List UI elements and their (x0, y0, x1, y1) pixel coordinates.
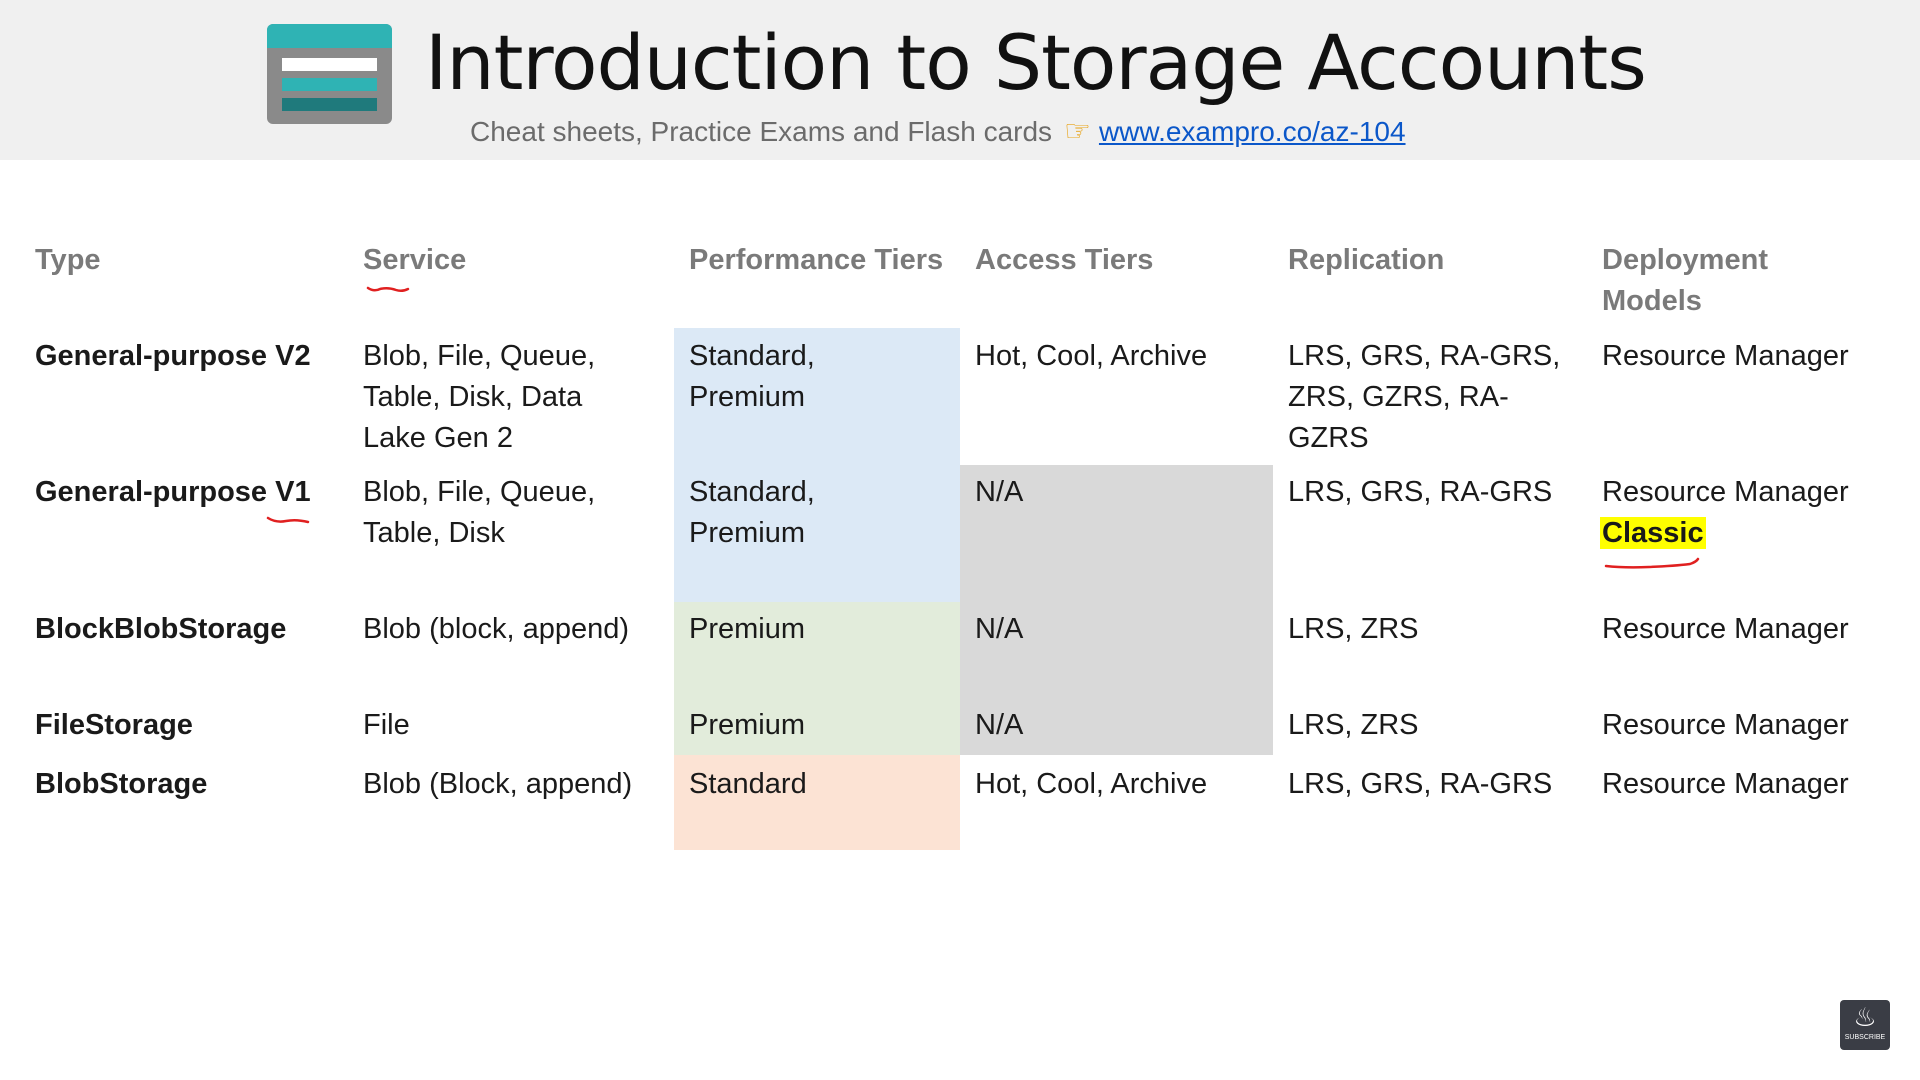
row-gpv1-service: Blob, File, Queue, Table, Disk (363, 476, 596, 549)
classic-highlight: Classic (1600, 517, 1706, 549)
col-header-type: Type (35, 244, 101, 276)
subscribe-badge[interactable]: ♨ SUBSCRIBE (1840, 1000, 1890, 1050)
row-blockblob-service: Blob (block, append) (363, 613, 629, 645)
row-gpv1-access: N/A (975, 476, 1024, 508)
row-filestorage-deployment: Resource Manager (1602, 709, 1849, 741)
fire-icon: ♨ (1853, 1002, 1877, 1032)
access-bg-na (960, 465, 1273, 755)
row-gpv2-service: Blob, File, Queue, Table, Disk, Data Lak… (363, 340, 596, 454)
red-underline-classic (1604, 557, 1700, 569)
storage-account-icon (267, 24, 392, 124)
row-filestorage-performance: Premium (689, 709, 806, 741)
row-filestorage-access: N/A (975, 709, 1024, 741)
row-filestorage-type: FileStorage (35, 709, 193, 741)
row-gpv2-replication: LRS, GRS, RA-GRS, ZRS, GZRS, RA-GZRS (1288, 340, 1561, 454)
col-header-performance-tiers: Performance Tiers (689, 244, 944, 276)
row-gpv2-type: General-purpose V2 (35, 340, 311, 372)
row-gpv1-deployment-classic: Classic (1600, 513, 1706, 554)
row-blockblob-deployment: Resource Manager (1602, 613, 1849, 645)
row-blockblob-access: N/A (975, 613, 1024, 645)
col-header-access-tiers: Access Tiers (975, 244, 1154, 276)
col-header-replication: Replication (1288, 244, 1445, 276)
row-gpv2-access: Hot, Cool, Archive (975, 340, 1208, 372)
row-filestorage-replication: LRS, ZRS (1288, 709, 1419, 741)
row-gpv1-deployment: Resource Manager (1602, 476, 1849, 508)
row-gpv1-replication: LRS, GRS, RA-GRS (1288, 476, 1553, 508)
row-blockblob-performance: Premium (689, 613, 806, 645)
col-header-deployment-models: Deployment Models (1602, 244, 1768, 317)
row-blockblob-type: BlockBlobStorage (35, 613, 287, 645)
row-blockblob-replication: LRS, ZRS (1288, 613, 1419, 645)
subscribe-label: SUBSCRIBE (1844, 1034, 1886, 1041)
exampro-link[interactable]: www.exampro.co/az-104 (1098, 116, 1406, 147)
row-blobstorage-type: BlobStorage (35, 768, 208, 800)
row-blobstorage-replication: LRS, GRS, RA-GRS (1288, 768, 1553, 800)
red-underline-v1 (266, 516, 310, 524)
row-filestorage-service: File (363, 709, 410, 741)
row-blobstorage-access: Hot, Cool, Archive (975, 768, 1208, 800)
header-banner: Introduction to Storage Accounts Cheat s… (0, 0, 1920, 160)
subtitle-text: Cheat sheets, Practice Exams and Flash c… (470, 116, 1053, 147)
row-gpv2-performance: Standard, Premium (689, 340, 815, 413)
page-title: Introduction to Storage Accounts (425, 18, 1647, 107)
row-blobstorage-service: Blob (Block, append) (363, 768, 633, 800)
row-blobstorage-performance: Standard (689, 768, 807, 800)
row-gpv1-type: General-purpose V1 (35, 476, 311, 508)
perf-bg-premium (674, 602, 960, 755)
col-header-service: Service (363, 244, 467, 276)
row-blobstorage-deployment: Resource Manager (1602, 768, 1849, 800)
perf-bg-standard (674, 755, 960, 850)
perf-bg-gpv2-gpv1 (674, 328, 960, 602)
row-gpv2-deployment: Resource Manager (1602, 340, 1849, 372)
row-gpv1-performance: Standard, Premium (689, 476, 815, 549)
pointing-hand-icon: ☞ (1064, 115, 1091, 148)
subtitle-line: Cheat sheets, Practice Exams and Flash c… (470, 114, 1406, 149)
red-underline-service (366, 286, 410, 293)
